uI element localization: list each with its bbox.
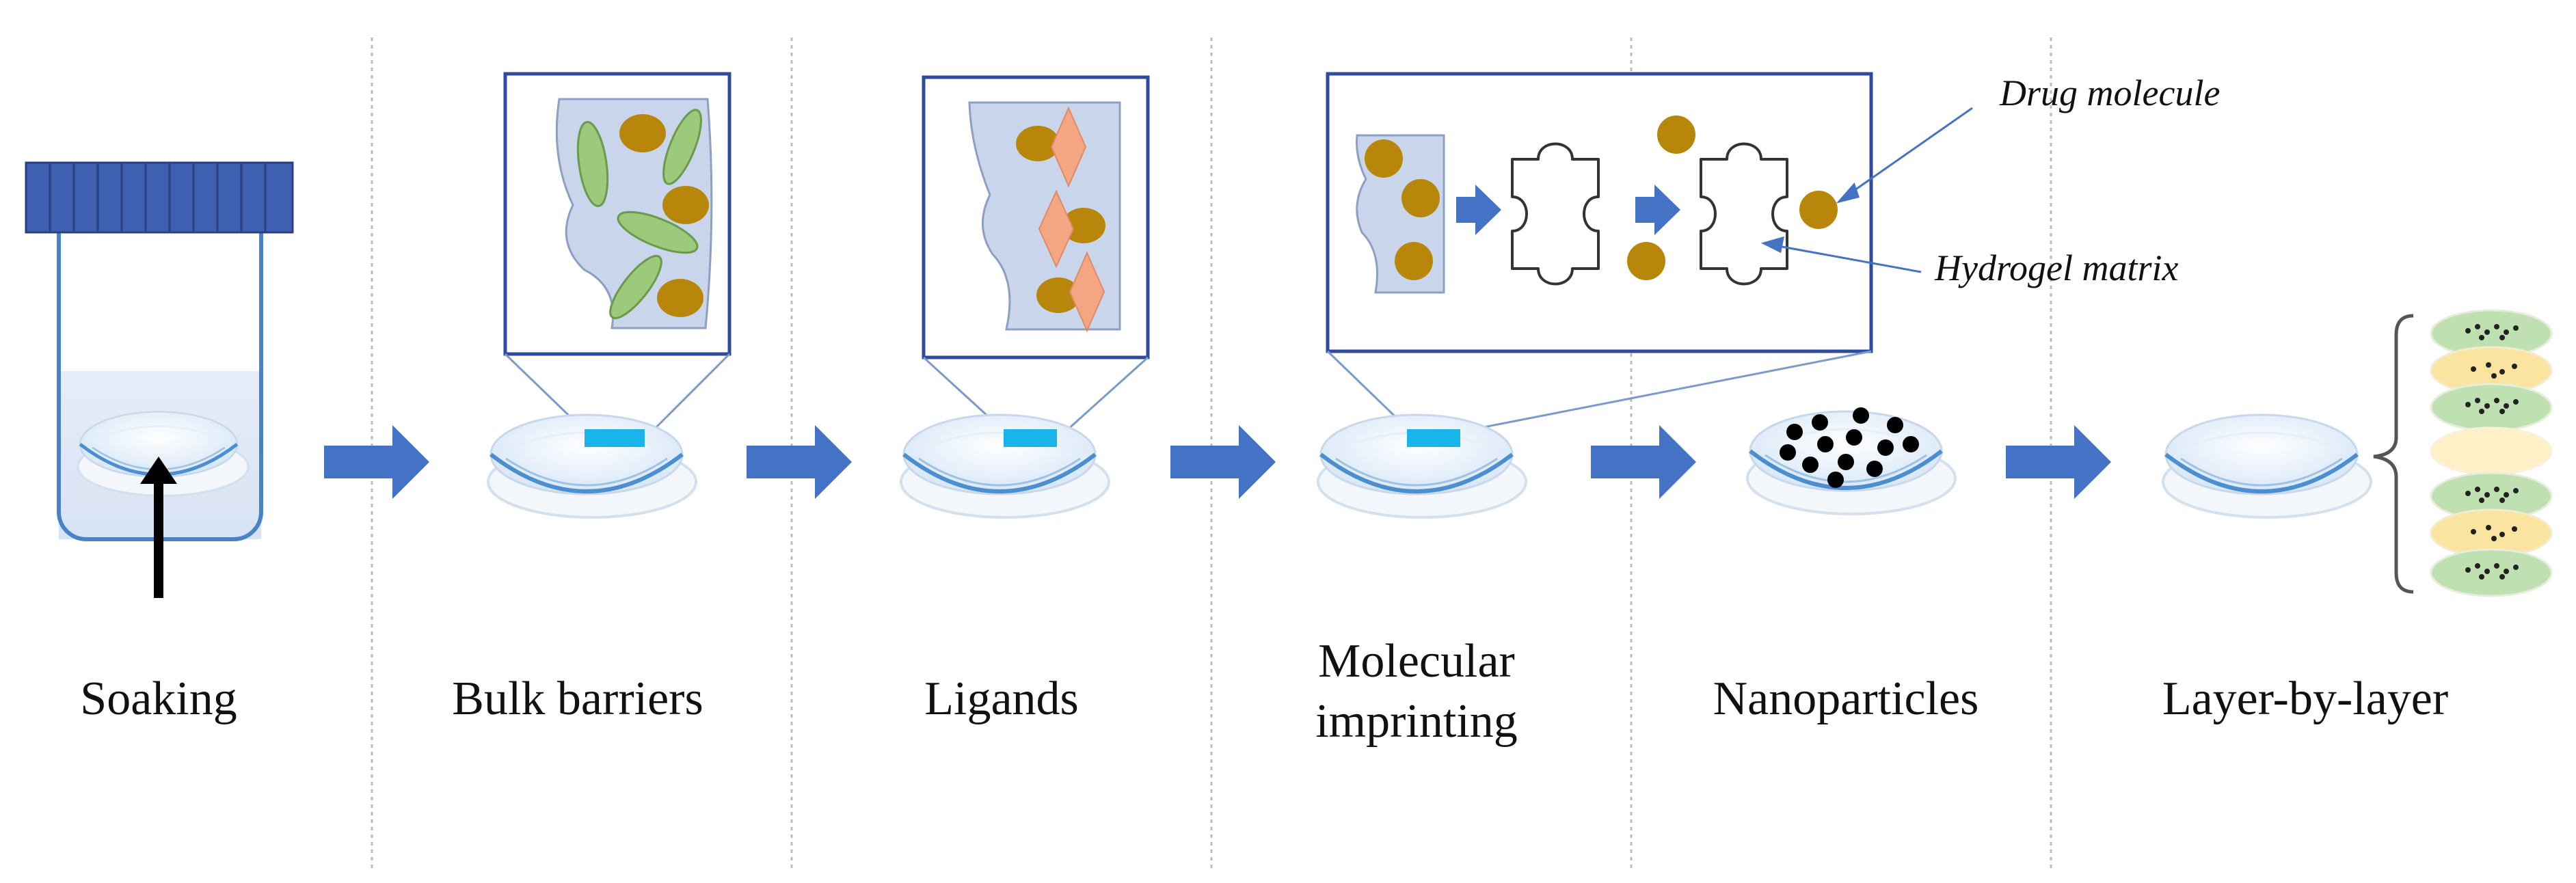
step-label-ligands: Ligands <box>924 673 1079 725</box>
drug-molecule-icon <box>619 114 666 152</box>
arrow-icon <box>2006 425 2111 499</box>
arrow-icon <box>1170 425 1276 499</box>
step-label-layer-by-layer: Layer-by-layer <box>2162 673 2448 725</box>
nanoparticle-dots <box>1780 407 1919 488</box>
step-ligands: Ligands <box>901 75 1150 725</box>
small-arrow-icon <box>1635 185 1680 235</box>
step-arrows <box>324 425 2111 499</box>
nanoparticle <box>1827 472 1844 488</box>
drug-molecule-icon <box>662 186 709 224</box>
annotation-hydrogel-matrix: Hydrogel matrix <box>1934 247 2178 288</box>
drug-molecule-icon <box>1365 139 1403 178</box>
drug-molecule-icon <box>1657 116 1695 154</box>
drug-molecule-icon <box>1401 179 1440 217</box>
small-arrow-icon <box>1456 185 1501 235</box>
zoom-marker <box>585 429 645 447</box>
ligand-elements <box>1038 106 1105 333</box>
layer-stack <box>2430 309 2553 597</box>
drug-molecules <box>1365 116 1838 280</box>
drug-molecule-icon <box>1799 191 1838 229</box>
barrier-3 <box>617 210 699 254</box>
drug-molecules <box>1016 126 1105 313</box>
nanoparticle <box>1817 436 1834 452</box>
step-layer-by-layer: Layer-by-layer <box>2162 309 2553 725</box>
jar-lid <box>25 161 294 234</box>
layer-by-layer-lens <box>2163 415 2371 517</box>
layer-disc <box>2430 383 2553 432</box>
drug-molecule-icon <box>1036 277 1080 313</box>
nanoparticle <box>1866 461 1883 477</box>
drug-molecule-icon <box>657 279 703 317</box>
layer-disc <box>2430 426 2553 476</box>
nanoparticle <box>1877 439 1894 456</box>
barrier-2 <box>662 109 702 185</box>
step-bulk-barriers: Bulk barriers <box>452 72 732 725</box>
annotation-drug-molecule: Drug molecule <box>1999 72 2220 113</box>
ligand-diamond <box>1038 189 1075 269</box>
nanoparticle <box>1846 429 1862 446</box>
drug-molecule-icon <box>1016 126 1060 161</box>
step-label-molecular-imprinting-line2: imprinting <box>1315 695 1518 748</box>
arrow-icon <box>747 425 852 499</box>
step-molecular-imprinting: Drug molecule Hydrogel matrix Molecular … <box>1315 72 2220 748</box>
step-nanoparticles: Nanoparticles <box>1713 407 1979 725</box>
arrow-icon <box>324 425 429 499</box>
ligand-diamond <box>1050 106 1087 188</box>
step-label-molecular-imprinting-line1: Molecular <box>1318 635 1515 688</box>
process-arrows <box>1456 185 1680 235</box>
step-label-bulk-barriers: Bulk barriers <box>452 673 703 725</box>
nanoparticle <box>1812 414 1828 431</box>
layer-bracket <box>2373 314 2414 594</box>
nanoparticle <box>1780 444 1796 461</box>
nanoparticle <box>1887 417 1903 433</box>
nanoparticle <box>1786 424 1803 440</box>
arrow-icon <box>1591 425 1696 499</box>
nanoparticle <box>1802 457 1819 473</box>
barrier-elements <box>576 109 702 319</box>
ligand-diamond <box>1069 251 1105 333</box>
step-label-soaking: Soaking <box>80 673 237 725</box>
barrier-4 <box>609 255 662 319</box>
nanoparticle <box>1853 407 1869 424</box>
step-label-nanoparticles: Nanoparticles <box>1713 673 1979 725</box>
drug-molecules <box>619 114 709 317</box>
drug-molecule-icon <box>1627 242 1665 280</box>
soaking-arrow <box>140 457 177 598</box>
layer-particles <box>2465 324 2519 580</box>
nanoparticle <box>1903 436 1919 452</box>
zoom-marker <box>1407 429 1460 447</box>
nanoparticle <box>1838 454 1854 470</box>
drug-molecule-icon <box>1062 208 1105 243</box>
drug-molecule-icon <box>1395 242 1433 280</box>
barrier-1 <box>576 121 609 207</box>
step-soaking: Soaking <box>25 161 294 725</box>
layer-disc <box>2430 548 2553 597</box>
annotation-pointers <box>1760 107 1973 273</box>
zoom-marker <box>1004 429 1057 447</box>
